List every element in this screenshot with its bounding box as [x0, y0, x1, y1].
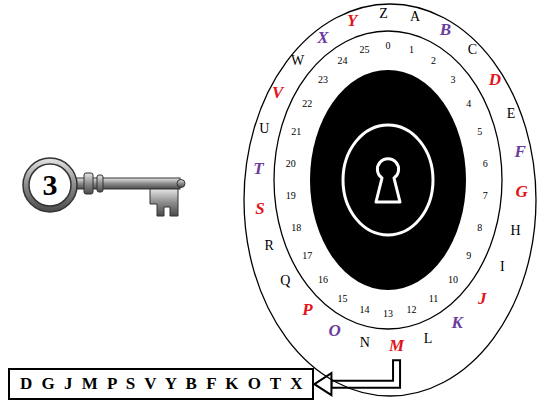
number-wheel: 0123456789101112131415161718192021222324… [273, 30, 503, 330]
shift-number: 14 [360, 305, 370, 315]
arrow-outline [330, 359, 396, 384]
shift-number: 22 [302, 99, 312, 109]
key-collar [84, 173, 93, 194]
letter-wheel: ABCDEFGHIJKLMNOPQRSTUVWXYZ01234567891011… [243, 3, 537, 397]
shift-number: 24 [337, 56, 347, 66]
key-collar [97, 175, 103, 192]
alphabet-letter: N [360, 336, 370, 350]
alphabet-letter: H [511, 224, 521, 238]
shift-number: 2 [431, 56, 436, 66]
shift-number: 21 [291, 127, 301, 137]
shift-number: 9 [466, 251, 471, 261]
lock-ring [343, 125, 433, 235]
alphabet-letter: E [507, 107, 516, 121]
shift-number: 19 [286, 191, 296, 201]
shift-key-number: 3 [43, 170, 58, 200]
arrow-body [332, 361, 396, 384]
shift-number: 13 [383, 309, 393, 319]
alphabet-letter: L [424, 332, 433, 346]
alphabet-letter: J [478, 290, 487, 307]
lock-core [310, 70, 466, 290]
shift-number: 20 [286, 159, 296, 169]
alphabet-letter: P [302, 301, 312, 318]
alphabet-letter: Z [379, 7, 388, 21]
shift-number: 4 [466, 99, 471, 109]
key-bit [150, 189, 178, 216]
shift-number: 11 [429, 294, 439, 304]
inner-ring-outline [274, 31, 502, 329]
alphabet-letter: K [451, 314, 462, 331]
shift-number: 12 [406, 305, 416, 315]
shift-number: 7 [483, 191, 488, 201]
shift-number: 18 [291, 223, 301, 233]
ciphertext-box: D G J M P S V Y B F K O T X [8, 368, 314, 400]
alphabet-letter: T [253, 160, 263, 177]
alphabet-letter: Q [280, 274, 290, 288]
alphabet-letter: X [317, 29, 328, 46]
alphabet-letter: U [259, 122, 269, 136]
shift-number: 23 [318, 75, 328, 85]
shift-number: 15 [337, 294, 347, 304]
shift-number: 0 [386, 41, 391, 51]
shift-number: 17 [302, 251, 312, 261]
shift-number: 5 [477, 127, 482, 137]
shift-number: 8 [477, 223, 482, 233]
number-wheel-outline [273, 30, 503, 330]
alphabet-letter: I [500, 260, 505, 274]
alphabet-letter: F [514, 143, 525, 160]
key-tip [177, 180, 185, 188]
alphabet-letter: S [255, 200, 264, 217]
alphabet-letter: R [264, 239, 273, 253]
key-head: 3 [22, 157, 78, 213]
alphabet-letter: M [389, 337, 404, 354]
keyhole-symbol [376, 159, 400, 202]
alphabet-letter: B [440, 21, 451, 38]
alphabet-letter: W [291, 54, 304, 68]
alphabet-letter: O [328, 322, 340, 339]
alphabet-letter: Y [347, 12, 357, 29]
alphabet-letter: D [489, 71, 501, 88]
shift-number: 3 [450, 75, 455, 85]
ciphertext: D G J M P S V Y B F K O T X [20, 374, 302, 394]
alphabet-letter: C [468, 43, 477, 57]
shift-number: 16 [318, 275, 328, 285]
alphabet-letter: A [410, 10, 420, 24]
arrow-head [314, 373, 331, 395]
shift-number: 6 [483, 159, 488, 169]
key-head-rim [23, 158, 77, 212]
shift-number: 1 [409, 45, 414, 55]
outer-ring-outline [244, 4, 536, 396]
alphabet-letter: V [272, 84, 283, 101]
alphabet-letter: G [516, 183, 528, 200]
shift-number: 25 [360, 45, 370, 55]
key-head-face [29, 164, 71, 206]
shift-number: 10 [448, 275, 458, 285]
